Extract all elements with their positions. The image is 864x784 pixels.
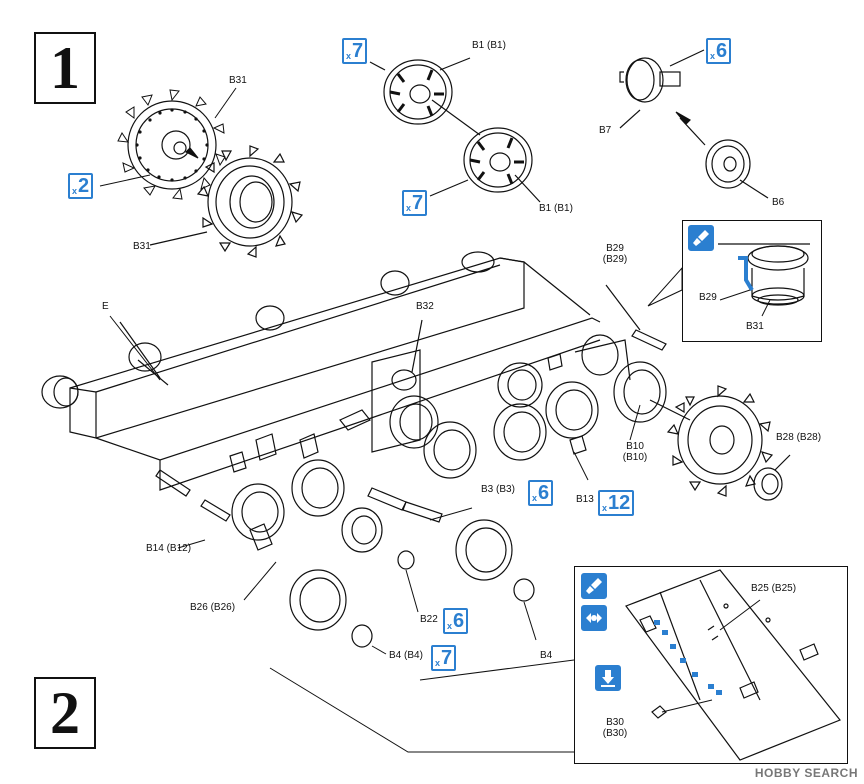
leader-lines	[99, 87, 641, 655]
label-b28: B28 (B28)	[776, 432, 822, 443]
label-b1-top: B1 (B1)	[472, 40, 506, 51]
label-b22: B22	[420, 614, 438, 625]
label-b31-top: B31	[229, 75, 247, 86]
step-number-2: 2	[34, 677, 96, 749]
label-b29-main: B29	[606, 243, 624, 254]
b32-bracket	[371, 319, 423, 453]
inset1-drawing	[718, 243, 810, 317]
inset-label-b30-main: B30	[606, 717, 624, 728]
inset-detail-2: B25 (B25) B30 (B30)	[574, 566, 848, 764]
label-b10-main: B10	[626, 441, 644, 452]
label-b4: B4	[540, 650, 553, 661]
label-b26: B26 (B26)	[190, 602, 236, 613]
label-b7: B7	[599, 125, 612, 136]
label-e: E	[102, 301, 109, 312]
label-b14: B14 (B12)	[146, 543, 192, 554]
road-wheel-b1-top	[369, 57, 481, 136]
inset-label-b25: B25 (B25)	[751, 583, 797, 594]
road-wheel-b1-bottom	[429, 127, 541, 203]
glue-brush-icon	[581, 573, 607, 599]
label-b31-bottom: B31	[133, 241, 151, 252]
idler-b7	[619, 49, 706, 146]
adjust-position-icon	[581, 605, 607, 631]
label-b6: B6	[772, 197, 785, 208]
label-b1-bottom: B1 (B1)	[539, 203, 573, 214]
inset1-leader	[647, 266, 683, 307]
label-b29-paren: (B29)	[602, 254, 628, 265]
label-b10-paren: (B10)	[622, 452, 648, 463]
hull-frame-e	[69, 257, 601, 491]
label-b29: B29 (B29)	[598, 243, 632, 265]
label-b4-b4: B4 (B4)	[389, 650, 423, 661]
step-number-1: 1	[34, 32, 96, 104]
watermark: HOBBY SEARCH	[754, 766, 858, 780]
inset-detail-1: B29 B31	[682, 220, 822, 342]
inset-label-b31: B31	[746, 321, 764, 332]
hub-cap-b6	[705, 139, 769, 199]
suspension-arms	[155, 353, 587, 648]
glue-brush-icon	[688, 225, 714, 251]
inset2-leader	[269, 659, 575, 753]
inset2-drawing	[625, 569, 841, 761]
road-wheels-assembled	[231, 362, 599, 631]
inset-label-b29: B29	[699, 292, 717, 303]
label-b13: B13	[576, 494, 594, 505]
label-b10: B10 (B10)	[618, 441, 652, 463]
label-b32: B32	[416, 301, 434, 312]
inset-label-b30: B30 (B30)	[597, 717, 633, 739]
return-rollers	[41, 251, 495, 409]
label-b3: B3 (B3)	[481, 484, 515, 495]
frame-sprocket	[574, 334, 667, 423]
sprocket-b10	[649, 385, 791, 501]
b29-plate	[605, 284, 667, 351]
sprocket-b31-bottom	[149, 145, 304, 258]
glue-point-icon	[595, 665, 621, 691]
sprocket-b31-top	[117, 89, 226, 200]
inset-label-b30-paren: (B30)	[602, 728, 628, 739]
